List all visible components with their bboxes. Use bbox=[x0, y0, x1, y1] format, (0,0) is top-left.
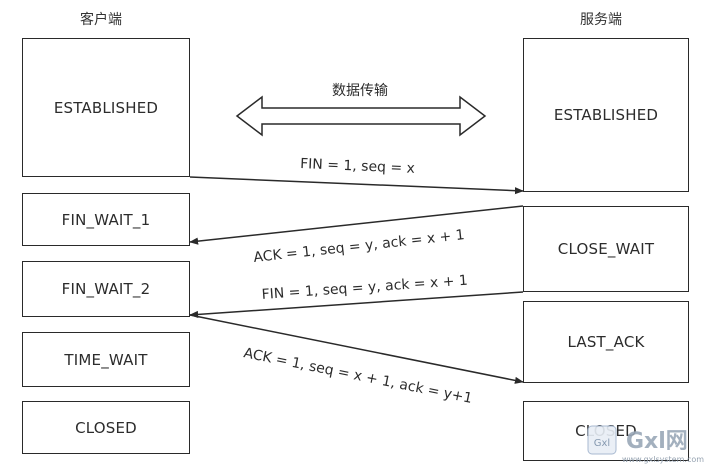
client-state-fin-wait-1: FIN_WAIT_1 bbox=[22, 193, 190, 246]
client-state-closed: CLOSED bbox=[22, 401, 190, 454]
arrow-fin-server-to-client bbox=[189, 291, 524, 319]
watermark-url: www.gxlsystem.com bbox=[622, 455, 704, 464]
message-label-1: FIN = 1, seq = x bbox=[300, 156, 415, 177]
client-state-fin-wait-2: FIN_WAIT_2 bbox=[22, 261, 190, 317]
server-state-close-wait: CLOSE_WAIT bbox=[523, 206, 689, 292]
watermark-brand: Gxl网 bbox=[626, 429, 688, 454]
server-state-established: ESTABLISHED bbox=[523, 38, 689, 192]
data-transfer-double-arrow bbox=[235, 95, 487, 137]
arrow-ack-server-to-client bbox=[189, 205, 524, 245]
client-state-established: ESTABLISHED bbox=[22, 38, 190, 177]
client-title: 客户端 bbox=[80, 12, 122, 28]
watermark-logo-text: Gxl bbox=[594, 438, 610, 449]
server-state-last-ack: LAST_ACK bbox=[523, 301, 689, 383]
data-transfer-label: 数据传输 bbox=[332, 83, 388, 99]
arrow-ack-client-to-server bbox=[189, 314, 524, 384]
arrow-fin-client-to-server bbox=[189, 176, 524, 195]
client-state-time-wait: TIME_WAIT bbox=[22, 332, 190, 387]
watermark: Gxl Gxl网 www.gxlsystem.com bbox=[587, 425, 704, 464]
message-label-2: ACK = 1, seq = y, ack = x + 1 bbox=[253, 227, 466, 266]
watermark-logo-icon bbox=[587, 425, 617, 455]
server-title: 服务端 bbox=[580, 12, 622, 28]
message-label-4: ACK = 1, seq = x + 1, ack = y+1 bbox=[242, 345, 473, 407]
